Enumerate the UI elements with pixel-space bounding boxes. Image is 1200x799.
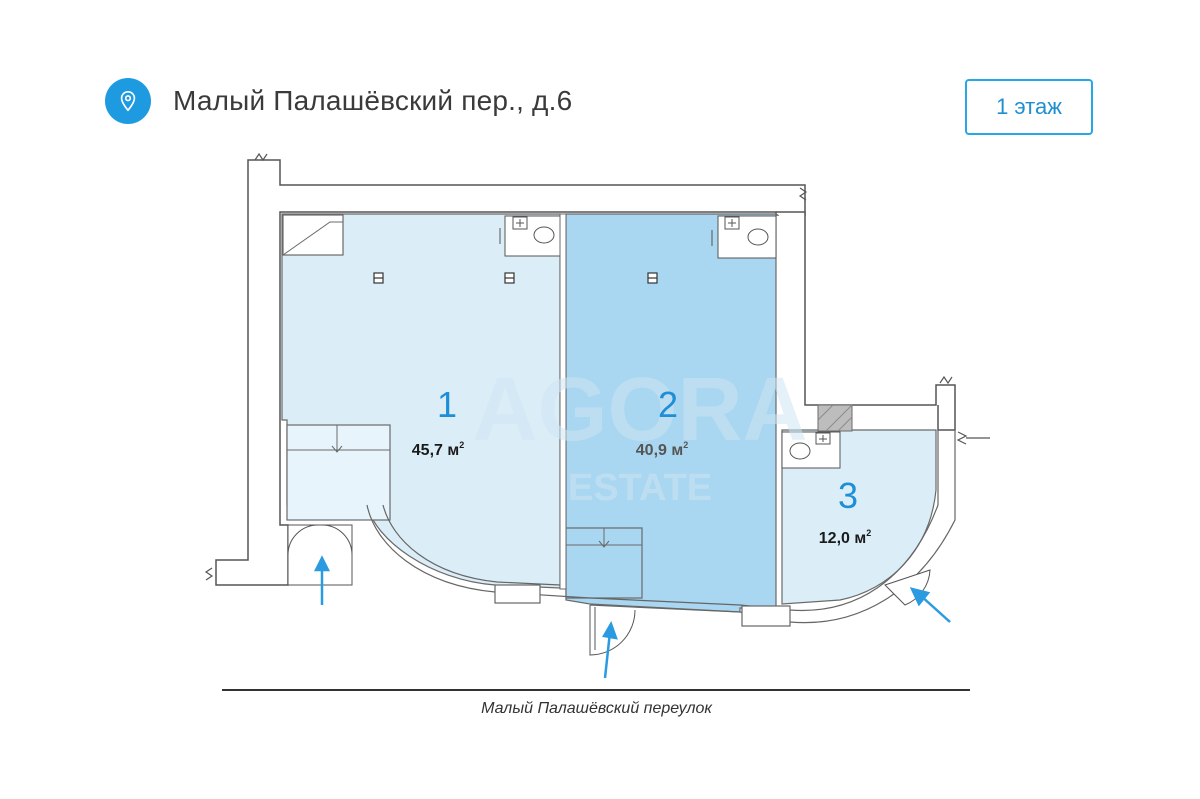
toilet-icon: [499, 215, 561, 257]
address-title: Малый Палашёвский пер., д.6: [173, 85, 573, 116]
watermark: AGORA ESTATE: [473, 360, 808, 509]
room-1-number: 1: [437, 384, 457, 425]
building-walls: [215, 159, 956, 586]
room-2-area-label: 40,9 м2: [636, 440, 688, 459]
svg-text:ESTATE: ESTATE: [568, 467, 712, 509]
floor-badge[interactable]: 1 этаж: [965, 79, 1093, 135]
electrical-panel-icon: [373, 272, 515, 284]
facade-wall: [366, 430, 956, 627]
wall-break-marks: [204, 152, 990, 581]
toilet-icon: [781, 431, 841, 469]
room-1[interactable]: [281, 213, 561, 589]
electrical-panel-icon: [647, 272, 658, 284]
street-label: Малый Палашёвский переулок: [481, 700, 712, 717]
address-header: Малый Палашёвский пер., д.6: [105, 78, 572, 124]
room-2-area: [565, 213, 777, 613]
room-3-number: 3: [838, 475, 858, 516]
partition-wall: [559, 213, 567, 590]
room-3[interactable]: [781, 404, 937, 605]
room-2-number: 2: [658, 384, 678, 425]
entrance-arrow-icons: [313, 555, 951, 679]
room-3-area-label: 12,0 м2: [819, 528, 871, 547]
room-2[interactable]: [565, 213, 777, 613]
location-pin-icon: [105, 78, 151, 124]
svg-text:AGORA: AGORA: [473, 360, 808, 460]
room-1-area-label: 45,7 м2: [412, 440, 464, 459]
toilet-icon: [711, 215, 777, 259]
